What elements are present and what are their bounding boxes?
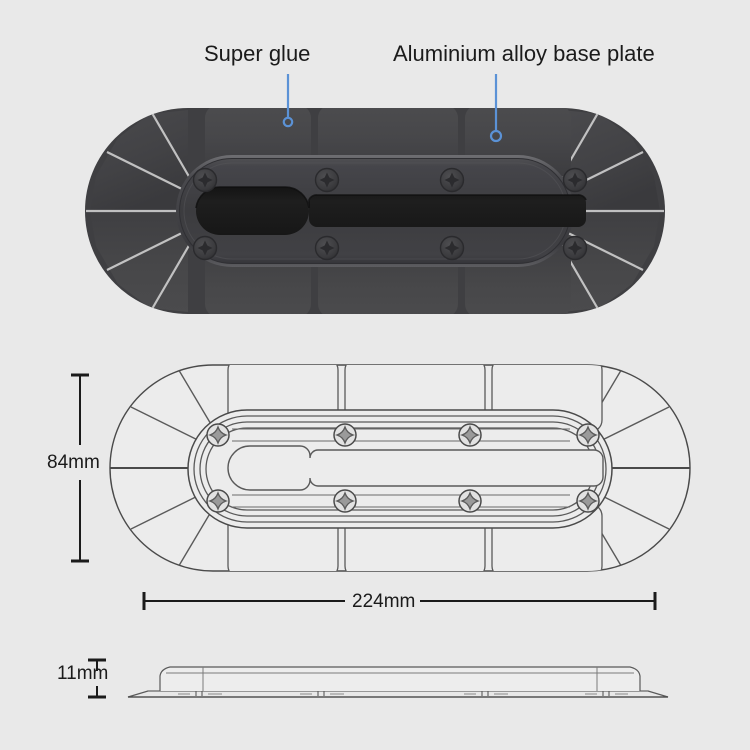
annotation-label-base-plate: Aluminium alloy base plate: [393, 41, 655, 66]
screw: [562, 235, 588, 261]
outline-screw-rails: [232, 428, 570, 508]
pad-segment-group-right: [562, 110, 660, 312]
dimension-width-224mm: [142, 592, 657, 610]
screw: [439, 167, 465, 193]
screw-group-outline: [206, 423, 600, 513]
dimension-height-84mm: [71, 373, 89, 563]
pad-segment-group-left: [90, 110, 188, 312]
dimension-label-thickness: 11mm: [57, 663, 109, 684]
screw: [333, 423, 357, 447]
screw: [458, 423, 482, 447]
outline-centre-slot: [227, 445, 604, 491]
screw-group-rendered: [192, 167, 588, 261]
screw: [333, 489, 357, 513]
screw: [314, 235, 340, 261]
screw: [458, 489, 482, 513]
screw: [192, 167, 218, 193]
screw: [206, 423, 230, 447]
dimension-label-height: 84mm: [47, 452, 100, 473]
dimension-label-width: 224mm: [352, 591, 416, 612]
side-body-profile: [159, 666, 641, 691]
circle-marker: [489, 129, 503, 143]
leader-super-glue: [282, 74, 294, 128]
top-view-rendered: [85, 108, 665, 314]
annotation-label-super-glue: Super glue: [204, 41, 311, 66]
circle-marker: [282, 116, 294, 128]
top-view-outline: [109, 364, 691, 572]
screw: [576, 489, 600, 513]
screw: [314, 167, 340, 193]
screw: [192, 235, 218, 261]
screw: [576, 423, 600, 447]
side-screw-bosses: [195, 691, 610, 696]
dimension-thickness-11mm: [88, 658, 106, 699]
side-view-outline: [127, 666, 669, 698]
screw: [439, 235, 465, 261]
screw: [206, 489, 230, 513]
leader-base-plate: [489, 74, 503, 143]
screw: [562, 167, 588, 193]
